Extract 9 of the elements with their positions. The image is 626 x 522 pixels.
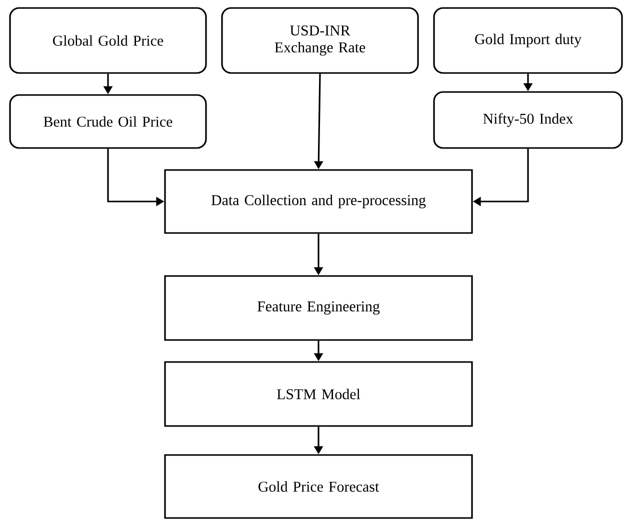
input-box: Bent Crude Oil Price	[9, 94, 207, 149]
input-box: Global Gold Price	[9, 7, 207, 74]
process-box: Data Collection and pre-processing	[164, 169, 473, 234]
input-box: Gold Import duty	[433, 7, 623, 74]
input-box: Nifty-50 Index	[433, 91, 623, 149]
process-box: LSTM Model	[164, 361, 473, 427]
input-box: USD-INR Exchange Rate	[221, 7, 419, 74]
process-box: Gold Price Forecast	[164, 454, 473, 519]
process-box: Feature Engineering	[164, 275, 473, 341]
